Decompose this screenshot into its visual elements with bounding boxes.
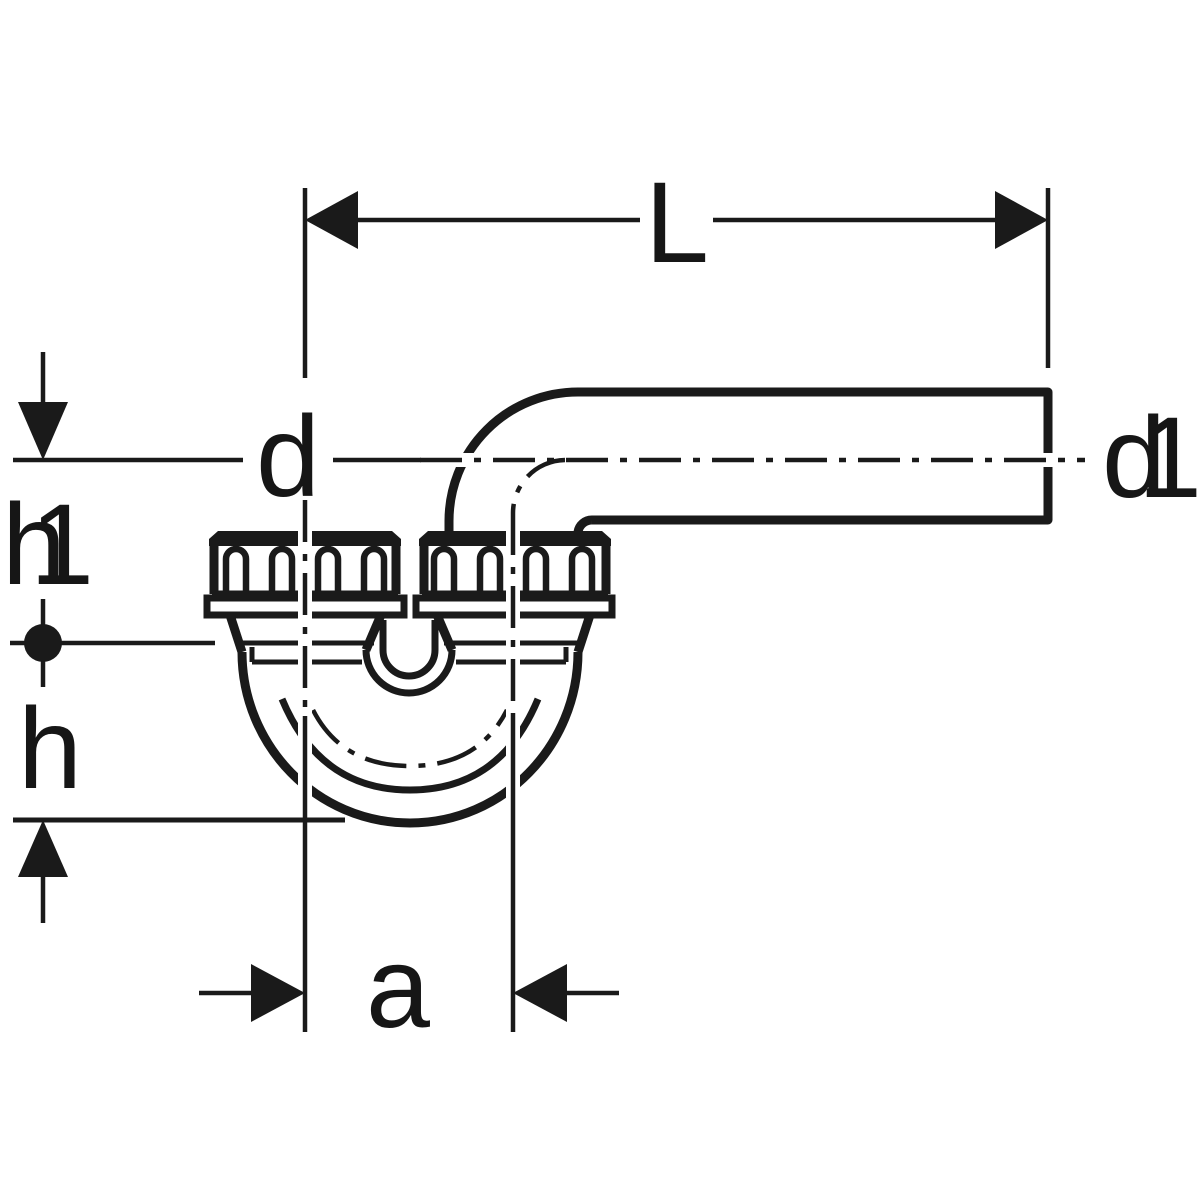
a-arrowhead-right [513, 964, 567, 1022]
left-nut-knurl-slot [268, 545, 296, 592]
center-web-outer-u [362, 649, 456, 697]
elbow-inner-curve [573, 515, 593, 534]
dimension-h-label: h [18, 685, 82, 813]
dimension-L [302, 188, 1051, 378]
right-reducer-outer-wall [573, 613, 595, 654]
left-nut-knurl-slot [360, 545, 388, 592]
left-union-nut [203, 531, 408, 619]
dimension-L-label: L [645, 159, 709, 287]
bowl-centerline-arc [310, 708, 510, 769]
h-arrowhead-up [18, 820, 68, 877]
right-nut-knurl-slot [476, 545, 504, 592]
elbow-axis-centerline [510, 457, 566, 514]
centerlines [13, 457, 1085, 1032]
left-reducer-outer-wall [225, 613, 247, 654]
dimension-h1 [10, 352, 215, 687]
L-arrowhead-right [995, 191, 1048, 249]
right-nut-knurl-slot [568, 545, 596, 592]
L-arrowhead-left [305, 191, 358, 249]
dimension-h [13, 817, 345, 923]
dimension-a [199, 964, 619, 1022]
bowl-outer-wall [237, 651, 583, 828]
center-web-inner-u [379, 620, 439, 680]
h1-arrowhead-down [18, 402, 68, 460]
left-nut-knurl-slot [314, 545, 342, 592]
dimension-h1-label: h1 [2, 481, 94, 609]
left-nut-knurl-slot [222, 545, 250, 592]
a-arrowhead-left [251, 964, 305, 1022]
right-nut-knurl-slot [430, 545, 458, 592]
right-nut-knurl-slot [522, 545, 550, 592]
dimension-d1-label: d1 [1102, 394, 1200, 522]
elbow-outer-curve [444, 387, 579, 531]
bowl-inner-wall [278, 697, 542, 794]
dimension-a-label: a [366, 924, 430, 1052]
trap-bowl [225, 613, 595, 828]
dimension-d-label: d [256, 393, 320, 521]
